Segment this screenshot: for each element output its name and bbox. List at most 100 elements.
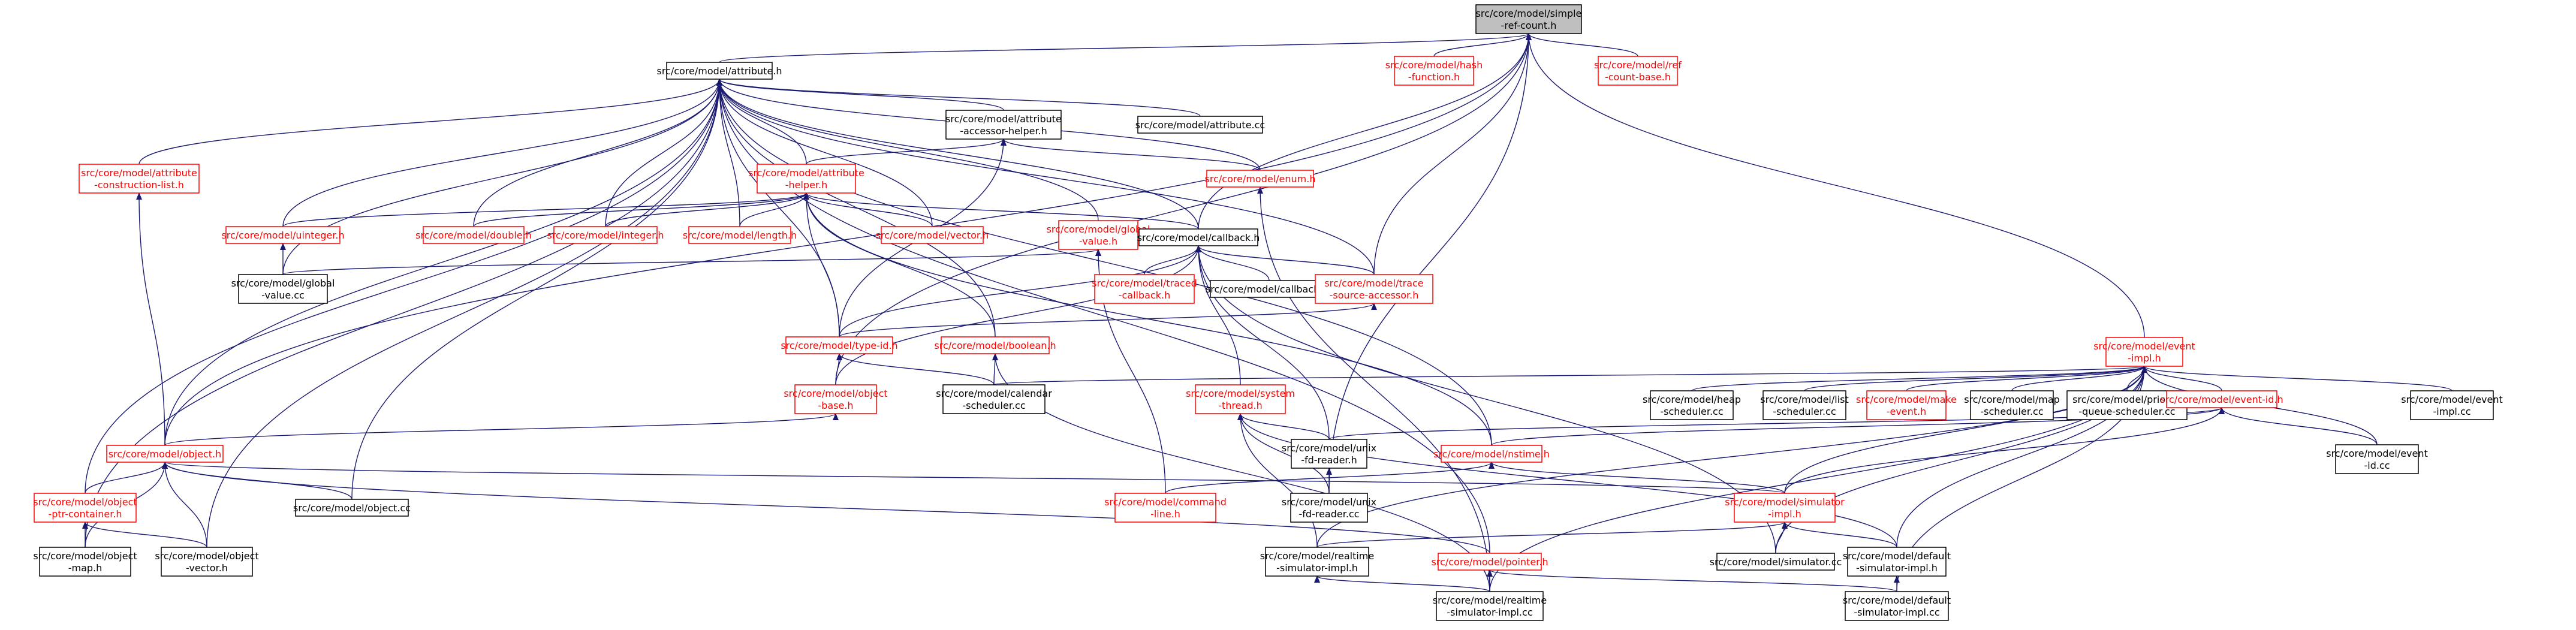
- file-node-make-event[interactable]: src/core/model/make-event.h: [1856, 390, 1957, 420]
- file-node-event-impl[interactable]: src/core/model/event-impl.h: [2093, 337, 2195, 367]
- node-label-line: src/core/model/object: [33, 550, 137, 562]
- file-node-integer-h[interactable]: src/core/model/integer.h: [547, 226, 664, 244]
- node-label-line: -simulator-impl.h: [1856, 562, 1938, 574]
- file-node-map-scheduler[interactable]: src/core/model/map-scheduler.cc: [1964, 390, 2060, 420]
- node-box: [34, 493, 137, 523]
- file-node-attribute-cc[interactable]: src/core/model/attribute.cc: [1135, 116, 1265, 134]
- dependency-edge: [1906, 366, 2147, 391]
- node-box: [2105, 337, 2183, 367]
- file-node-attribute-accessor-helper[interactable]: src/core/model/attribute-accessor-helper…: [945, 110, 1062, 140]
- file-node-attribute-construction-list[interactable]: src/core/model/attribute-construction-li…: [79, 164, 200, 194]
- node-label-line: src/core/model/default: [1843, 595, 1951, 606]
- file-node-simulator-impl[interactable]: src/core/model/simulator-impl.h: [1725, 493, 1845, 523]
- dependency-edge: [739, 192, 809, 227]
- dependency-edge: [835, 245, 1201, 385]
- node-box: [106, 445, 224, 463]
- node-box: [1475, 4, 1582, 34]
- file-node-attribute-h[interactable]: src/core/model/attribute.h: [656, 62, 782, 80]
- file-node-callback-cc[interactable]: src/core/model/callback.cc: [1206, 280, 1333, 298]
- file-node-object-h[interactable]: src/core/model/object.h: [106, 445, 224, 463]
- file-node-double-h[interactable]: src/core/model/double.h: [415, 226, 532, 244]
- file-node-length-h[interactable]: src/core/model/length.h: [683, 226, 797, 244]
- dependency-edge: [1165, 462, 1495, 494]
- dependency-edge: [351, 79, 722, 500]
- file-node-realtime-simulator-impl-cc[interactable]: src/core/model/realtime-simulator-impl.c…: [1433, 591, 1547, 621]
- file-node-default-simulator-impl-cc[interactable]: src/core/model/default-simulator-impl.cc: [1843, 591, 1951, 621]
- file-node-simulator-cc[interactable]: src/core/model/simulator.cc: [1710, 553, 1842, 571]
- file-node-object-map[interactable]: src/core/model/object-map.h: [33, 547, 137, 577]
- node-label-line: src/core/model/calendar: [936, 388, 1052, 399]
- node-label-line: src/core/model/object: [33, 496, 137, 508]
- file-node-boolean-h[interactable]: src/core/model/boolean.h: [934, 336, 1056, 354]
- dependency-edge: [839, 245, 1201, 337]
- node-box: [1762, 390, 1846, 420]
- node-label-line: -vector.h: [186, 562, 228, 574]
- node-box: [1716, 553, 1835, 571]
- node-box: [757, 164, 856, 194]
- file-node-heap-scheduler[interactable]: src/core/model/heap-scheduler.cc: [1643, 390, 1741, 420]
- file-node-attribute-helper[interactable]: src/core/model/attribute-helper.h: [748, 164, 864, 194]
- file-node-global-value-cc[interactable]: src/core/model/global-value.cc: [231, 274, 335, 304]
- dependency-edge: [835, 33, 1532, 385]
- file-node-hash-function[interactable]: src/core/model/hash-function.h: [1385, 56, 1483, 86]
- file-node-event-id-cc[interactable]: src/core/model/event-id.cc: [2326, 444, 2428, 474]
- file-node-traced-callback[interactable]: src/core/model/traced-callback.h: [1092, 274, 1197, 304]
- node-label-line: src/core/model/heap: [1643, 394, 1741, 405]
- node-box: [1866, 390, 1947, 420]
- file-node-nstime-h[interactable]: src/core/model/nstime.h: [1433, 445, 1550, 463]
- file-node-global-value-h[interactable]: src/core/model/global-value.h: [1047, 220, 1150, 250]
- dependency-edge: [1691, 366, 2147, 391]
- file-node-trace-source-accessor[interactable]: src/core/model/trace-source-accessor.h: [1315, 274, 1433, 304]
- node-label-line: -base.h: [818, 400, 853, 411]
- dependency-edge: [1804, 366, 2147, 391]
- dependency-edge: [836, 353, 995, 385]
- node-label-line: -source-accessor.h: [1330, 290, 1419, 301]
- node-label-line: src/core/model/event: [2093, 340, 2195, 352]
- file-node-event-impl-cc[interactable]: src/core/model/event-impl.cc: [2401, 390, 2503, 420]
- node-label-line: src/core/model/event: [2326, 448, 2428, 459]
- node-box: [945, 110, 1062, 140]
- node-box: [1598, 56, 1678, 86]
- file-node-ref-count-base[interactable]: src/core/model/ref-count-base.h: [1594, 56, 1682, 86]
- file-node-callback-h[interactable]: src/core/model/callback.h: [1137, 228, 1260, 246]
- node-label-line: src/core/model/object: [784, 388, 887, 399]
- file-node-object-cc[interactable]: src/core/model/object.cc: [293, 499, 411, 517]
- dependency-edge: [1328, 33, 1532, 494]
- file-node-vector-h[interactable]: src/core/model/vector.h: [876, 226, 989, 244]
- node-label-line: src/core/model/attribute.h: [656, 65, 782, 77]
- file-node-simple-ref-count[interactable]: src/core/model/simple-ref-count.h: [1475, 4, 1582, 34]
- node-label-line: src/core/model/boolean.h: [934, 340, 1056, 351]
- file-node-unix-fd-reader-h[interactable]: src/core/model/unix-fd-reader.h: [1282, 439, 1376, 469]
- node-label-line: src/core/model/simple: [1476, 8, 1582, 19]
- node-label-line: src/core/model/object.h: [109, 448, 222, 460]
- file-node-default-simulator-impl-h[interactable]: src/core/model/default-simulator-impl.h: [1843, 547, 1951, 577]
- file-node-list-scheduler[interactable]: src/core/model/list-scheduler.cc: [1760, 390, 1849, 420]
- dependency-edge: [806, 138, 1007, 165]
- file-node-enum-h[interactable]: src/core/model/enum.h: [1205, 170, 1316, 188]
- node-label-line: src/core/model/system: [1186, 388, 1295, 399]
- dependency-edge: [716, 79, 1004, 111]
- node-label-line: src/core/model/list: [1760, 394, 1849, 405]
- node-box: [423, 226, 525, 244]
- file-node-uinteger-h[interactable]: src/core/model/uinteger.h: [221, 226, 345, 244]
- file-node-type-id-h[interactable]: src/core/model/type-id.h: [781, 336, 898, 354]
- file-node-object-ptr-container[interactable]: src/core/model/object-ptr-container.h: [33, 493, 137, 523]
- file-node-object-vector[interactable]: src/core/model/object-vector.h: [155, 547, 259, 577]
- dependency-edge: [1316, 522, 1788, 548]
- file-node-unix-fd-reader-cc[interactable]: src/core/model/unix-fd-reader.cc: [1282, 493, 1376, 523]
- file-node-system-thread[interactable]: src/core/model/system-thread.h: [1186, 384, 1295, 414]
- dependency-edge: [1237, 413, 1330, 440]
- file-node-calendar-scheduler[interactable]: src/core/model/calendar-scheduler.cc: [936, 384, 1052, 414]
- dependency-edge: [1487, 569, 1897, 592]
- file-node-realtime-simulator-impl-h[interactable]: src/core/model/realtime-simulator-impl.h: [1260, 547, 1374, 577]
- dependency-edge: [2219, 407, 2378, 445]
- node-label-line: src/core/model/event-id.h: [2160, 394, 2283, 405]
- node-label-line: src/core/model/simulator.cc: [1710, 556, 1842, 568]
- file-node-event-id-h[interactable]: src/core/model/event-id.h: [2160, 390, 2283, 408]
- node-label-line: -accessor-helper.h: [960, 125, 1047, 137]
- file-node-command-line[interactable]: src/core/model/command-line.h: [1104, 493, 1227, 523]
- file-node-pointer-h[interactable]: src/core/model/pointer.h: [1432, 553, 1548, 571]
- dependency-edge: [803, 192, 1492, 446]
- edges-layer: [82, 33, 2453, 592]
- file-node-object-base[interactable]: src/core/model/object-base.h: [784, 384, 888, 414]
